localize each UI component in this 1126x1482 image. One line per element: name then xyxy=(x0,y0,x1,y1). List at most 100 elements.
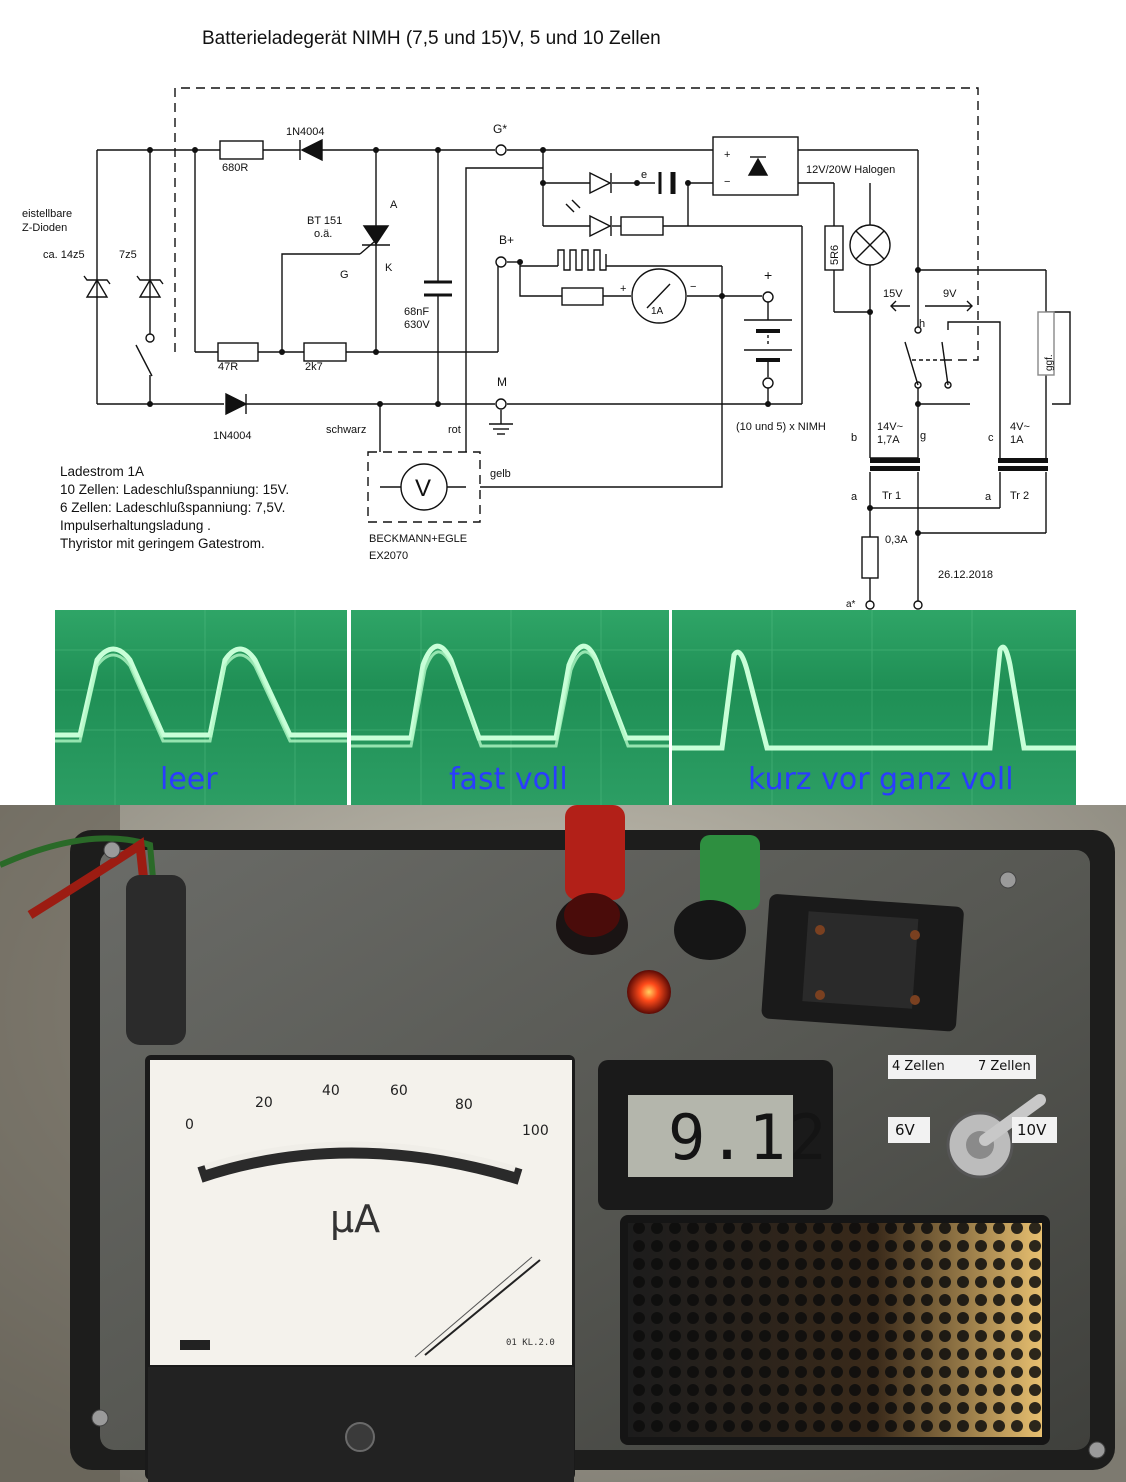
oscillogram-empty: leer xyxy=(55,610,347,805)
label-volt-symbol: V xyxy=(415,475,431,502)
rectifier-diodes xyxy=(225,138,612,416)
note-line: Impulserhaltungsladung . xyxy=(60,518,211,533)
oscillogram-almost-full: fast voll xyxy=(351,610,669,805)
label-battery-plus: + xyxy=(764,267,772,283)
label-gate: G xyxy=(340,269,349,281)
label-node-g2: g xyxy=(920,430,926,442)
oscillogram-strip: leer fast voll kurz vor ganz voll xyxy=(0,610,1126,805)
label-meter-model: EX2070 xyxy=(369,550,408,562)
oscillogram-caption: fast voll xyxy=(449,762,568,797)
label-node-e: e xyxy=(641,169,647,181)
zener-diodes xyxy=(83,275,164,298)
label-node-a2: a xyxy=(985,491,992,503)
switch-label-4-cells: 4 Zellen xyxy=(892,1059,945,1074)
screws xyxy=(91,841,1106,1459)
label-node-b: B+ xyxy=(499,233,514,247)
circuit-schematic: Batterieladegerät NIMH (7,5 und 15)V, 5 … xyxy=(22,28,1071,610)
label-tr1-rating-2: 1,7A xyxy=(877,434,900,446)
label-node-c: c xyxy=(988,432,994,444)
red-terminal[interactable] xyxy=(556,805,628,955)
status-led xyxy=(627,970,671,1014)
charge-switch xyxy=(135,344,153,377)
note-line: Thyristor mit geringem Gatestrom. xyxy=(60,536,265,551)
label-diode-bottom: 1N4004 xyxy=(213,430,252,442)
switch-linkage xyxy=(174,87,979,523)
meter-scale-40: 40 xyxy=(322,1083,340,1099)
label-node-b2: b xyxy=(851,432,857,444)
label-diode-top: 1N4004 xyxy=(286,126,325,138)
label-res-47: 47R xyxy=(218,361,238,373)
ventilation-grille xyxy=(620,1215,1050,1445)
label-zener-caption-1: eistellbare xyxy=(22,208,72,220)
terminals xyxy=(145,144,952,610)
cell-toggle-switch[interactable] xyxy=(888,1055,1057,1179)
notes: Ladestrom 1A 10 Zellen: Ladeschlußspanni… xyxy=(60,464,289,551)
bridge-rectifier xyxy=(712,136,799,196)
dc-socket[interactable] xyxy=(761,894,964,1032)
meter-scale-0: 0 xyxy=(185,1117,194,1133)
label-tr2-rating-2: 1A xyxy=(1010,434,1024,446)
label-battery: (10 und 5) x NIMH xyxy=(736,421,826,433)
label-sw-15v: 15V xyxy=(883,288,903,300)
label-wire-black: schwarz xyxy=(326,424,366,436)
thyristor-symbol xyxy=(362,225,390,246)
label-tr2-rating-1: 4V~ xyxy=(1010,421,1030,433)
component-labels: 1N4004 680R G* eistellbare Z-Dioden ca. … xyxy=(22,122,1055,610)
green-terminal[interactable] xyxy=(674,835,760,960)
label-node-a1: a xyxy=(851,491,858,503)
oscillogram-caption: leer xyxy=(160,762,218,797)
device-photo: 0 20 40 60 80 100 µA 01 KL.2.0 9.12 4 Ze… xyxy=(0,805,1126,1482)
label-wire-red: rot xyxy=(448,424,461,436)
label-optional: ggf. xyxy=(1044,354,1055,371)
oscillogram-caption: kurz vor ganz voll xyxy=(748,762,1014,797)
schematic-title: Batterieladegerät NIMH (7,5 und 15)V, 5 … xyxy=(202,28,661,49)
meter-class: 01 KL.2.0 xyxy=(506,1338,555,1348)
note-line: 10 Zellen: Ladeschlußspanniung: 15V. xyxy=(60,482,289,497)
label-fuse: 0,3A xyxy=(885,534,908,546)
label-date: 26.12.2018 xyxy=(938,569,993,581)
lcd-reading: 9.12 xyxy=(668,1101,830,1174)
label-bridge-minus: − xyxy=(724,176,730,188)
label-ammeter-range: 1A xyxy=(651,306,664,317)
current-coil xyxy=(557,249,607,271)
halogen-lamp-symbol xyxy=(849,224,891,266)
label-ammeter-minus: − xyxy=(690,281,696,293)
resistors xyxy=(217,140,1055,579)
label-cap-value: 68nF xyxy=(404,306,429,318)
label-node-h: h xyxy=(919,318,925,330)
label-sw-9v: 9V xyxy=(943,288,957,300)
capacitors xyxy=(424,172,676,297)
label-zener-caption-2: Z-Dioden xyxy=(22,222,67,234)
label-tr2: Tr 2 xyxy=(1010,490,1029,502)
oscillogram-nearly-full: kurz vor ganz voll xyxy=(672,610,1076,805)
label-cap-voltage: 630V xyxy=(404,319,430,331)
lcd-voltmeter xyxy=(598,1060,833,1210)
switch-label-7-cells: 7 Zellen xyxy=(978,1059,1031,1074)
meter-unit: µA xyxy=(330,1197,381,1241)
label-anode: A xyxy=(390,199,398,211)
label-zener-1: ca. 14z5 xyxy=(43,249,85,261)
label-thyristor-alt: o.ä. xyxy=(314,228,332,240)
junctions xyxy=(147,147,921,536)
label-node-g: G* xyxy=(493,122,507,136)
meter-scale-60: 60 xyxy=(390,1083,408,1099)
note-line: Ladestrom 1A xyxy=(60,464,144,479)
label-tr1-rating-1: 14V~ xyxy=(877,421,903,433)
label-res-2k7: 2k7 xyxy=(305,361,323,373)
meter-scale-100: 100 xyxy=(522,1123,549,1139)
label-wire-yellow: gelb xyxy=(490,468,511,480)
battery-symbol xyxy=(744,319,792,362)
transformer-cores xyxy=(870,458,1048,471)
label-meter-brand: BECKMANN+EGLE xyxy=(369,533,467,545)
voltage-selector-symbol xyxy=(890,300,973,386)
label-tr1: Tr 1 xyxy=(882,490,901,502)
meter-scale-20: 20 xyxy=(255,1095,273,1111)
switch-label-6v: 6V xyxy=(895,1121,915,1139)
label-kathode: K xyxy=(385,262,393,274)
label-bridge-plus: + xyxy=(724,149,730,161)
analog-meter xyxy=(145,1055,575,1482)
switch-label-10v: 10V xyxy=(1017,1121,1047,1139)
label-zener-2: 7z5 xyxy=(119,249,137,261)
label-ammeter-plus: + xyxy=(620,283,626,295)
note-line: 6 Zellen: Ladeschlußspanniung: 7,5V. xyxy=(60,500,285,515)
